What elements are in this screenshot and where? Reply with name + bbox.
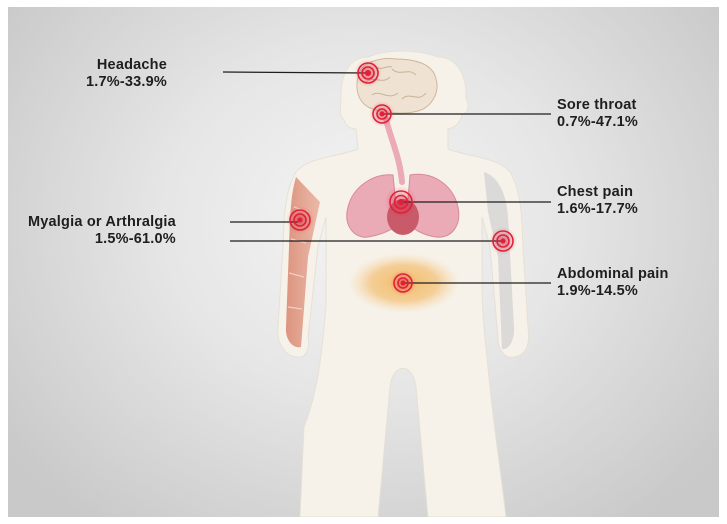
abdominal-pain-marker: [390, 270, 416, 296]
chest-pain-range: 1.6%-17.7%: [557, 201, 638, 218]
sore-throat-marker: [369, 101, 395, 127]
chest-pain-name: Chest pain: [557, 184, 638, 201]
myalgia-marker: [286, 206, 314, 234]
myalgia-range: 1.5%-61.0%: [28, 231, 176, 248]
abdominal-pain-range: 1.9%-14.5%: [557, 283, 669, 300]
chest-pain-label: Chest pain 1.6%-17.7%: [557, 184, 638, 218]
headache-range: 1.7%-33.9%: [86, 74, 167, 91]
figure-stage: Headache 1.7%-33.9% Myalgia or Arthralgi…: [8, 7, 719, 517]
abdominal-pain-name: Abdominal pain: [557, 266, 669, 283]
headache-marker: [354, 59, 382, 87]
chest-pain-marker: [385, 186, 417, 218]
myalgia-name: Myalgia or Arthralgia: [28, 214, 176, 231]
arthralgia-marker: [489, 227, 517, 255]
headache-name: Headache: [86, 57, 167, 74]
abdominal-pain-label: Abdominal pain 1.9%-14.5%: [557, 266, 669, 300]
sore-throat-name: Sore throat: [557, 97, 638, 114]
sore-throat-range: 0.7%-47.1%: [557, 114, 638, 131]
headache-label: Headache 1.7%-33.9%: [86, 57, 167, 91]
sore-throat-label: Sore throat 0.7%-47.1%: [557, 97, 638, 131]
myalgia-label: Myalgia or Arthralgia 1.5%-61.0%: [28, 214, 176, 248]
